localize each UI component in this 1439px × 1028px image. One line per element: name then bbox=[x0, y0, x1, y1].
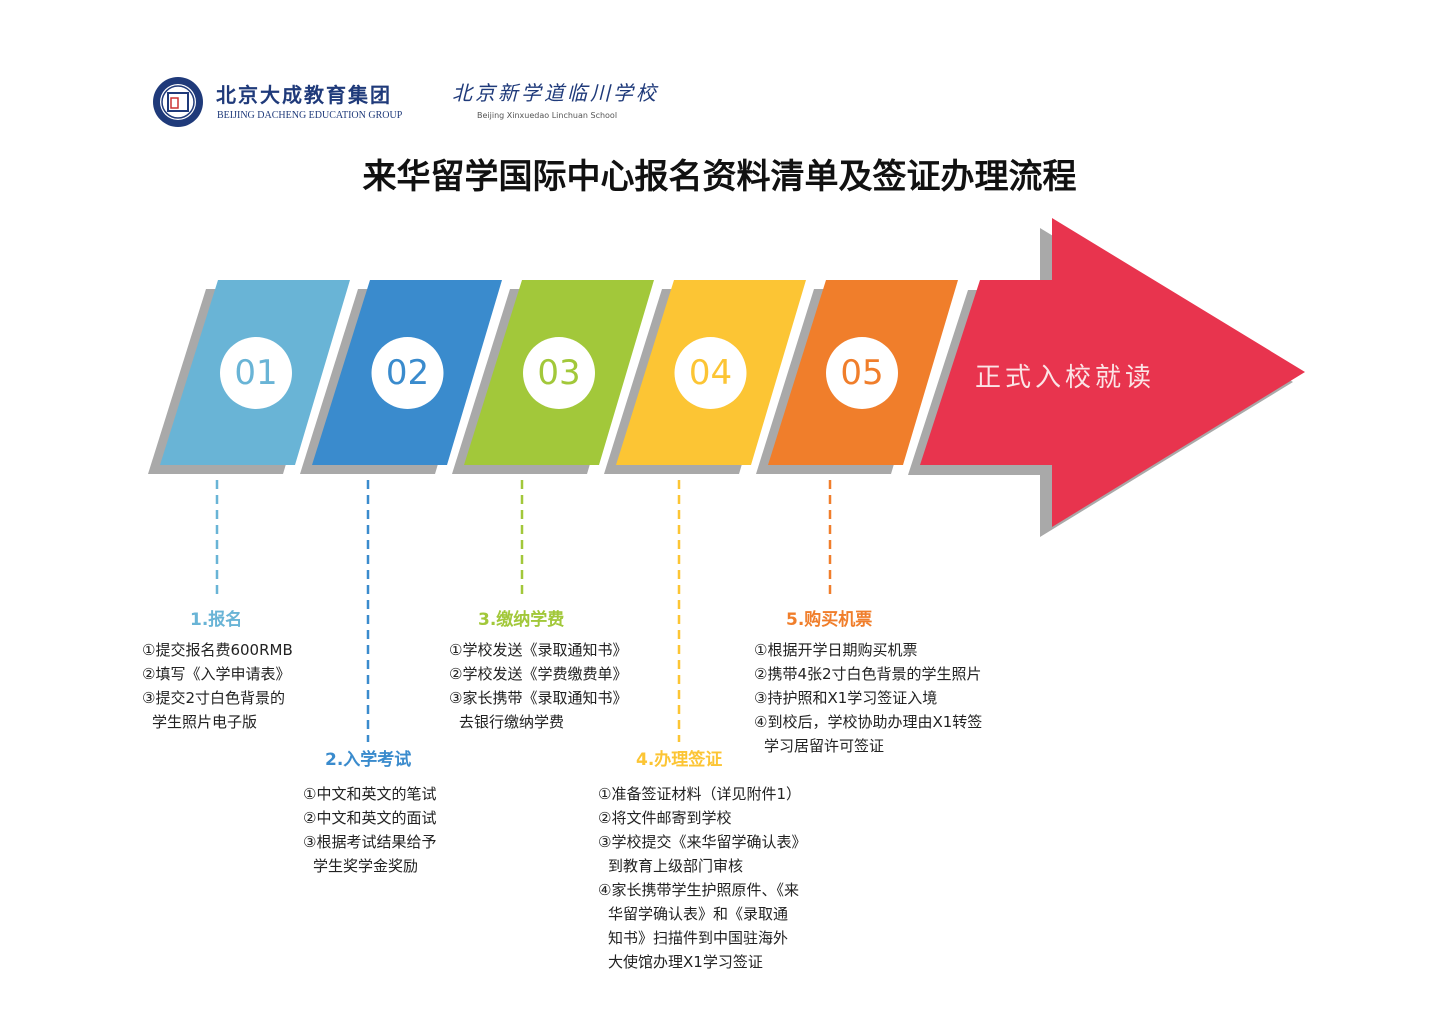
step-number-circle bbox=[220, 337, 292, 409]
step-item: ②填写《入学申请表》 bbox=[142, 665, 291, 683]
step-number-circle bbox=[371, 337, 444, 409]
arrow-label: 正式入校就读 bbox=[975, 363, 1156, 393]
step-item: ①根据开学日期购买机票 bbox=[754, 641, 918, 659]
step-number: 04 bbox=[688, 353, 733, 393]
step-item: ①中文和英文的笔试 bbox=[303, 785, 437, 803]
step-item: ②将文件邮寄到学校 bbox=[598, 809, 732, 827]
step-title: 4.办理签证 bbox=[636, 750, 723, 770]
page-title: 来华留学国际中心报名资料清单及签证办理流程 bbox=[362, 157, 1077, 197]
step-items: ①根据开学日期购买机票 ②携带4张2寸白色背景的学生照片 ③持护照和X1学习签证入境… bbox=[754, 638, 982, 758]
step-item: ②学校发送《学费缴费单》 bbox=[449, 665, 628, 683]
step-item: ④到校后，学校协助办理由X1转签 bbox=[754, 713, 983, 731]
step-item: ①提交报名费600RMB bbox=[142, 641, 293, 659]
step-item: 去银行缴纳学费 bbox=[459, 713, 565, 731]
step-item: ③家长携带《录取通知书》 bbox=[449, 689, 628, 707]
dacheng-seal-logo bbox=[153, 77, 203, 127]
step-item: ③提交2寸白色背景的 bbox=[142, 689, 285, 707]
step-item: 到教育上级部门审核 bbox=[608, 857, 744, 875]
step-item: ②携带4张2寸白色背景的学生照片 bbox=[754, 665, 982, 683]
step-items: ①准备签证材料（详见附件1） ②将文件邮寄到学校 ③学校提交《来华留学确认表》到教育… bbox=[598, 782, 806, 974]
step-items: ①提交报名费600RMB ②填写《入学申请表》 ③提交2寸白色背景的学生照片电子版 bbox=[142, 638, 293, 734]
step-number: 01 bbox=[234, 353, 278, 393]
step-number-circle bbox=[674, 337, 747, 409]
step-item: 学习居留许可签证 bbox=[764, 737, 885, 755]
step-item: 学生奖学金奖励 bbox=[313, 857, 419, 875]
school-name-cn: 北京新学道临川学校 bbox=[452, 81, 659, 105]
step-item: 学生照片电子版 bbox=[152, 713, 258, 731]
step-item: ①准备签证材料（详见附件1） bbox=[598, 785, 801, 803]
step-item: ③持护照和X1学习签证入境 bbox=[754, 689, 938, 707]
step-item: ①学校发送《录取通知书》 bbox=[449, 641, 628, 659]
group-name-en: BEIJING DACHENG EDUCATION GROUP bbox=[217, 110, 403, 121]
school-name-en: Beijing Xinxuedao Linchuan School bbox=[477, 111, 618, 120]
step-number-circle bbox=[826, 337, 898, 409]
step-number: 02 bbox=[385, 353, 430, 393]
step-title: 2.入学考试 bbox=[325, 750, 412, 770]
step-item: 大使馆办理X1学习签证 bbox=[608, 953, 763, 971]
step-item: 知书》扫描件到中国驻海外 bbox=[608, 929, 789, 947]
final-arrow bbox=[920, 218, 1305, 527]
step-items: ①学校发送《录取通知书》 ②学校发送《学费缴费单》 ③家长携带《录取通知书》去银行缴… bbox=[449, 638, 627, 734]
step-number-circle bbox=[523, 337, 595, 409]
step-items: ①中文和英文的笔试 ②中文和英文的面试 ③根据考试结果给予学生奖学金奖励 bbox=[303, 782, 436, 878]
step-title: 1.报名 bbox=[190, 610, 243, 630]
group-name-cn: 北京大成教育集团 bbox=[216, 83, 392, 107]
step-item: 华留学确认表》和《录取通 bbox=[608, 905, 789, 923]
step-item: ②中文和英文的面试 bbox=[303, 809, 437, 827]
step-number: 05 bbox=[840, 353, 884, 393]
step-item: ③根据考试结果给予 bbox=[303, 833, 437, 851]
step-item: ④家长携带学生护照原件、《来 bbox=[598, 881, 799, 899]
step-number: 03 bbox=[537, 353, 581, 393]
step-item: ③学校提交《来华留学确认表》 bbox=[598, 833, 807, 851]
step-title: 3.缴纳学费 bbox=[478, 610, 565, 630]
step-title: 5.购买机票 bbox=[786, 610, 873, 630]
